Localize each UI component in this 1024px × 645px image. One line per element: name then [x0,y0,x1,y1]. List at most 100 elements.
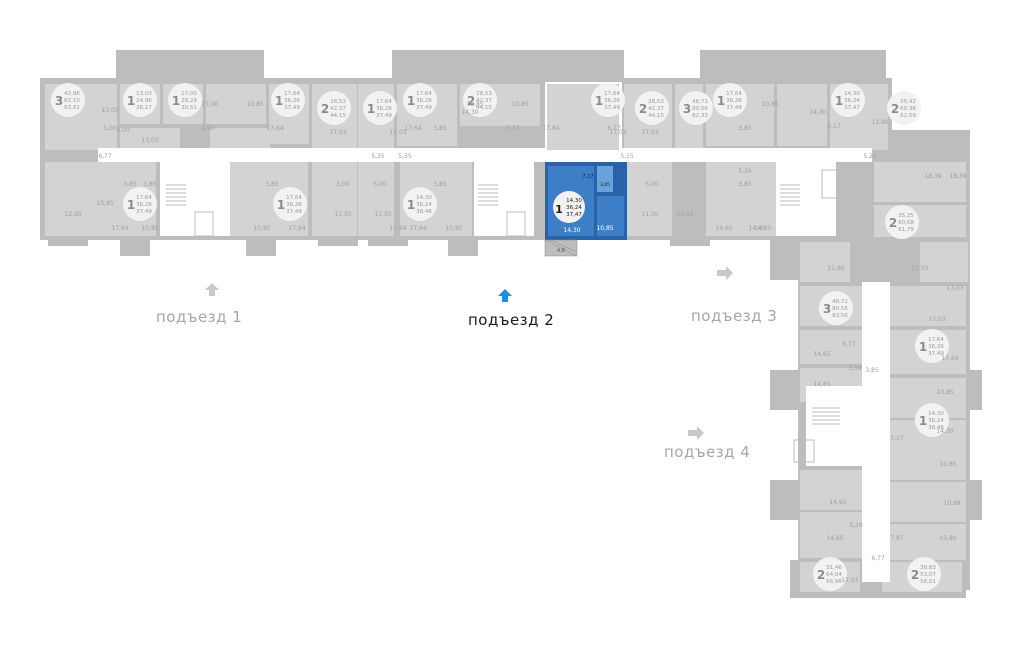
room-area-label: 5,00 [336,181,350,188]
room-area-label: 5,35 [398,153,412,160]
apartment-area: 38,46 [928,425,944,431]
room-area-label: 14,65 [826,535,843,542]
apartment-area: 44,15 [330,113,346,119]
apartment-badge-circle [271,83,305,117]
apartment-badge-circle [713,83,747,117]
room-area-label: 7,17 [506,125,520,132]
apartment-rooms: 1 [367,102,375,116]
apartment-area: 17,00 [181,91,197,97]
selected-total: 36,24 [566,205,582,211]
room-area-label: 11,50 [374,211,391,218]
room-area-label: 10,85 [141,225,158,232]
room-area-label: 14,65 [754,225,771,232]
room-area-label: 3,85 [865,367,879,374]
room-area-label: 17,64 [266,125,283,132]
room-area-label: 17,03 [676,211,693,218]
apartment-area: 28,29 [181,98,197,104]
apartment-area: 62,10 [64,98,80,104]
room-area-label: 3,85 [433,181,447,188]
apartment-rooms: 1 [595,94,603,108]
apartment-badge-circle [885,205,919,239]
apartment-badge-circle [819,291,853,325]
apartment-area: 48,71 [692,99,708,105]
apartment-rooms: 3 [55,94,63,108]
stairs [166,169,843,463]
apartment-badge-circle [915,329,949,363]
apartment-rooms: 3 [823,302,831,316]
entrance-2-label[interactable]: подъезд 2 [468,311,555,329]
room-area-label: 18,39 [949,173,966,180]
apartment-area: 66,98 [826,579,842,585]
apartment-area: 38,46 [416,209,432,215]
entrance-3-label[interactable]: подъезд 3 [691,307,778,325]
room-area-label: 14,65 [813,381,830,388]
entrance-1-arrow-icon [205,283,219,296]
room-area-label: 14,65 [829,499,846,506]
room-area-label: 13,03 [101,107,118,114]
apartment-area: 83,56 [832,313,848,319]
entrance-2-arrow-icon [498,289,512,302]
apartment-area: 36,26 [284,98,300,104]
apartment-badge-circle [591,83,625,117]
apartment-badge-circle [273,187,307,221]
selected-with-balcony: 37,47 [566,212,582,218]
apartment-rooms: 1 [919,414,927,428]
apartment-area: 17,64 [604,91,620,97]
apartment-badge-circle [679,91,713,125]
room-area-label: 6,77 [607,125,621,132]
room-area-label: 3,85 [143,181,157,188]
room-area-label: 10,85 [761,101,778,108]
apartment-area: 14,30 [928,411,944,417]
entrance-1-label[interactable]: подъезд 1 [156,308,243,326]
room-area-label: 10,85 [445,225,462,232]
apartment-rooms: 2 [911,568,919,582]
apartment-badge-circle [915,403,949,437]
apartment-area: 36,26 [726,98,742,104]
entrance-4-label[interactable]: подъезд 4 [664,443,751,461]
apartment-area: 24,96 [136,98,152,104]
apartment-rooms: 3 [683,102,691,116]
apartment-area: 28,53 [330,99,346,105]
apartment-area: 37,49 [416,105,432,111]
room-area-label: 17,03 [329,129,346,136]
apartment-badge-circle [907,557,941,591]
room-area-label: 3,85 [433,125,447,132]
room-area-label: 5,39 [848,365,862,372]
room-area-label: 5,39 [738,168,752,175]
room-area-label: 10,85 [246,101,263,108]
selected-apartment[interactable] [544,162,627,257]
room-area-label: 13,80 [939,535,956,542]
room-area-label: 11,50 [334,211,351,218]
apartment-area: 26,17 [136,105,152,111]
apartment-badge-circle [363,91,397,125]
apartment-area: 36,26 [136,202,152,208]
apartment-area: 36,26 [376,106,392,112]
apartment-rooms: 1 [172,94,180,108]
apartment-rooms: 1 [277,198,285,212]
room-area-label: 12,86 [827,265,844,272]
